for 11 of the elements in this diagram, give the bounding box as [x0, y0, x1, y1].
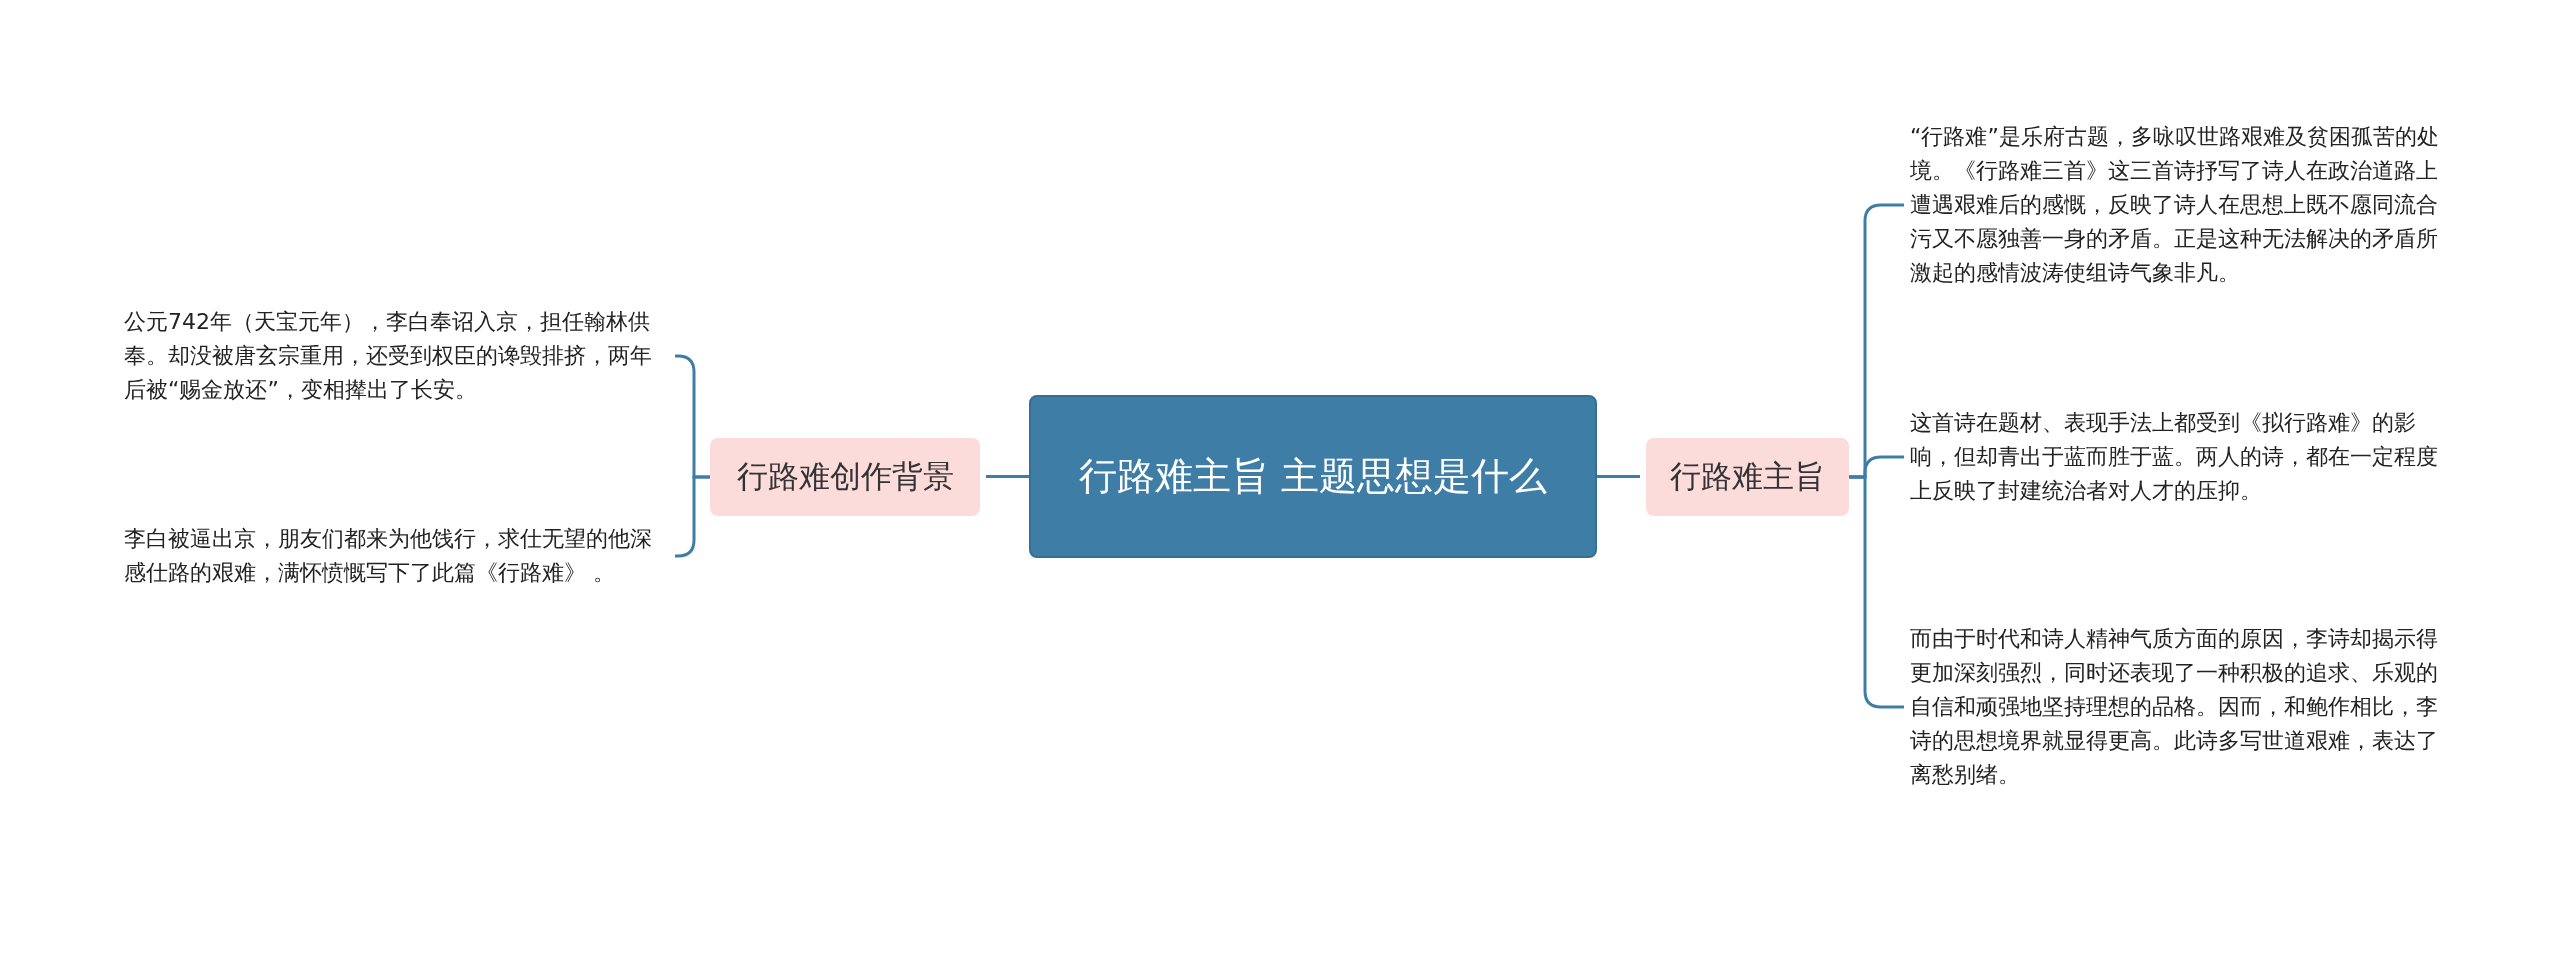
connector-line — [1597, 475, 1640, 478]
branch-topic-box: 行路难创作背景 — [710, 438, 980, 516]
leaf-text: 而由于时代和诗人精神气质方面的原因，李诗却揭示得更加深刻强烈，同时还表现了一种积极的追求、乐观的自信和顽强地坚持理想的品格。因而，和鲍作相比，李诗的思想境界就显得更高。此诗多写世道艰难，表达了离愁别绪。 — [1910, 622, 2455, 792]
connector-line — [986, 475, 1029, 478]
leaf-text: 公元742年（天宝元年），李白奉诏入京，担任翰林供奉。却没被唐玄宗重用，还受到权臣的谗毁排挤，两年后被“赐金放还”，变相撵出了长安。 — [124, 305, 669, 407]
leaf-text: “行路难”是乐府古题，多咏叹世路艰难及贫困孤苦的处境。《行路难三首》这三首诗抒写了诗人在政治道路上遭遇艰难后的感慨，反映了诗人在思想上既不愿同流合污又不愿独善一身的矛盾。正是这种无法解决的矛盾所激起的感情波涛使组诗气象非凡。 — [1910, 120, 2455, 290]
leaf-text: 这首诗在题材、表现手法上都受到《拟行路难》的影响，但却青出于蓝而胜于蓝。两人的诗，都在一定程度上反映了封建统治者对人才的压抑。 — [1910, 406, 2455, 508]
leaf-text: 李白被逼出京，朋友们都来为他饯行，求仕无望的他深感仕路的艰难，满怀愤慨写下了此篇《行路难》 。 — [124, 522, 669, 590]
connector-line — [1849, 475, 1904, 709]
branch-topic-box: 行路难主旨 — [1646, 438, 1849, 516]
central-topic-box: 行路难主旨 主题思想是什么 — [1029, 395, 1597, 558]
